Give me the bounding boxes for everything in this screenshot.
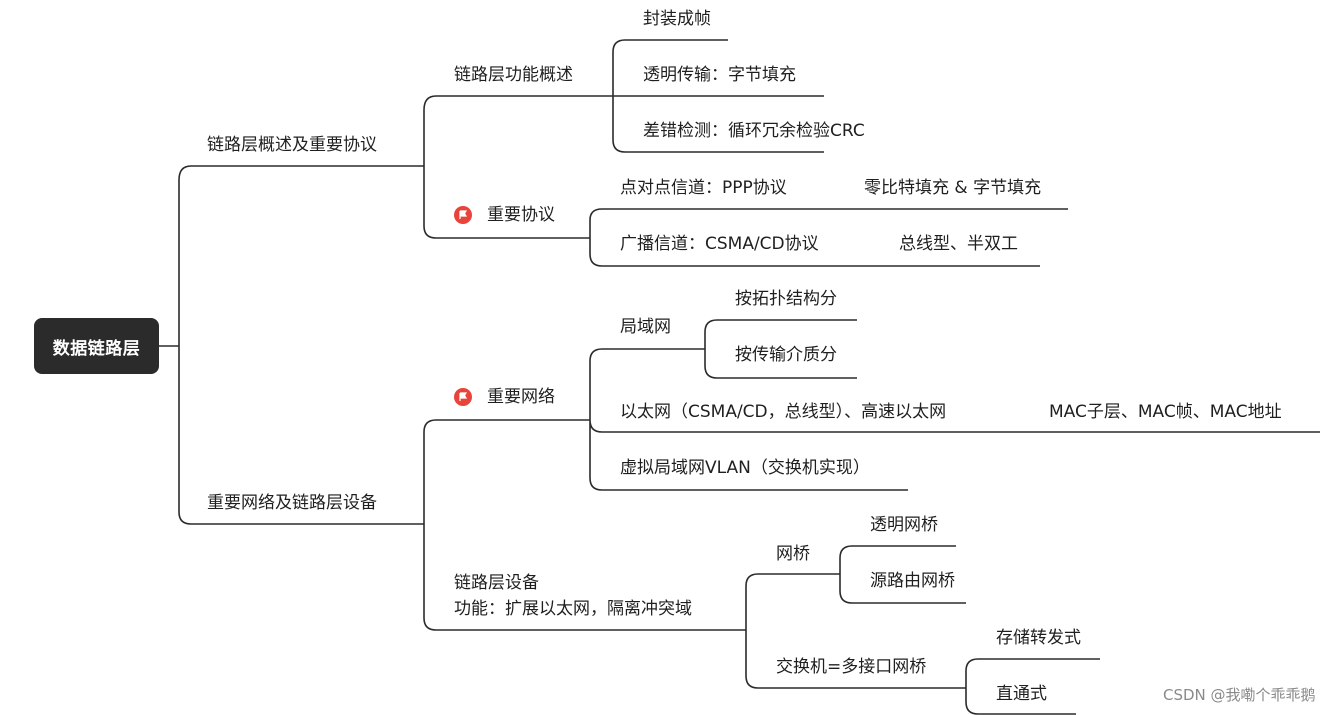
node-function-item[interactable]: 透明传输：字节填充 [643, 65, 796, 85]
node-function-item[interactable]: 封装成帧 [643, 9, 711, 29]
node-bridge-item[interactable]: 透明网桥 [870, 515, 938, 535]
flag-icon [454, 388, 472, 406]
node-important-networks[interactable]: 重要网络 [487, 387, 555, 407]
node-function-item[interactable]: 差错检测：循环冗余检验CRC [643, 121, 865, 141]
node-bridge[interactable]: 网桥 [776, 544, 810, 564]
node-protocols[interactable]: 重要协议 [487, 205, 555, 225]
watermark: CSDN @我嘞个乖乖鹅 [1163, 686, 1316, 704]
flag-glyph [459, 392, 468, 401]
node-lan-item[interactable]: 按拓扑结构分 [735, 289, 837, 309]
node-protocol-csmacd-detail[interactable]: 总线型、半双工 [899, 234, 1018, 254]
node-switch-item[interactable]: 存储转发式 [996, 628, 1081, 648]
node-devices-title[interactable]: 链路层设备 [454, 573, 539, 593]
branch-overview[interactable]: 链路层概述及重要协议 [207, 135, 377, 155]
node-lan-item[interactable]: 按传输介质分 [735, 345, 837, 365]
node-ethernet-detail[interactable]: MAC子层、MAC帧、MAC地址 [1049, 402, 1282, 422]
node-protocol-ppp-detail[interactable]: 零比特填充 & 字节填充 [864, 178, 1042, 198]
node-protocol-ppp[interactable]: 点对点信道：PPP协议 [620, 178, 787, 198]
node-switch[interactable]: 交换机=多接口网桥 [776, 657, 927, 677]
flag-icon [454, 206, 472, 224]
node-lan[interactable]: 局域网 [620, 317, 671, 337]
node-vlan[interactable]: 虚拟局域网VLAN（交换机实现） [620, 458, 870, 478]
branch-networks[interactable]: 重要网络及链路层设备 [207, 493, 377, 513]
node-devices-function[interactable]: 功能：扩展以太网，隔离冲突域 [454, 599, 692, 619]
node-ethernet[interactable]: 以太网（CSMA/CD，总线型）、高速以太网 [620, 402, 947, 422]
flag-glyph [459, 210, 468, 219]
node-protocol-csmacd[interactable]: 广播信道：CSMA/CD协议 [620, 234, 819, 254]
node-functions[interactable]: 链路层功能概述 [454, 65, 573, 85]
node-switch-item[interactable]: 直通式 [996, 684, 1047, 704]
root-node[interactable]: 数据链路层 [34, 318, 159, 374]
node-bridge-item[interactable]: 源路由网桥 [870, 571, 955, 591]
